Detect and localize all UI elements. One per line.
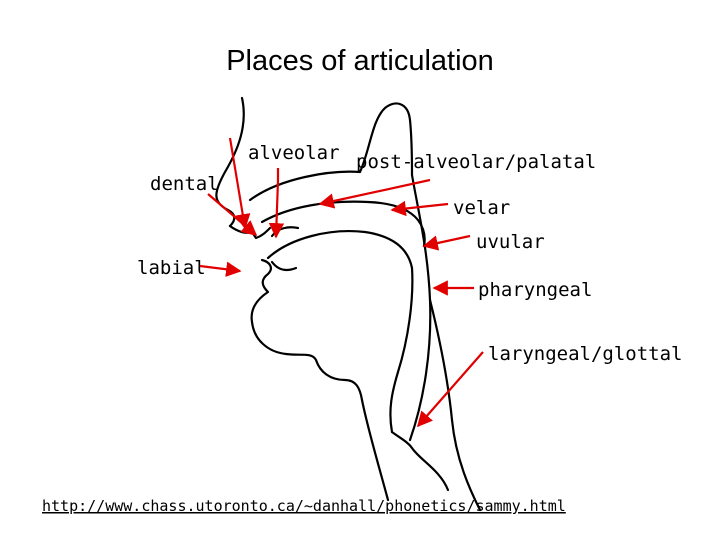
arrow-post-alveolar: [318, 178, 431, 209]
label-labial: labial: [137, 257, 206, 279]
jaw-chin: [250, 320, 364, 402]
lower-lip: [250, 258, 272, 324]
arrow-laryngeal: [416, 351, 484, 428]
source-link[interactable]: http://www.chass.utoronto.ca/~danhall/ph…: [42, 497, 566, 515]
nasal-cavity: [248, 102, 414, 202]
neck-front: [360, 398, 390, 502]
label-uvular: uvular: [476, 231, 545, 253]
label-velar: velar: [453, 197, 510, 219]
slide-title: Places of articulation: [226, 45, 494, 77]
label-pharyngeal: pharyngeal: [478, 279, 592, 301]
tongue: [266, 230, 414, 434]
arrow-alveolar: [268, 168, 285, 239]
arrow-labial: [199, 261, 242, 277]
arrows: [199, 137, 484, 428]
arrow-dental: [207, 193, 258, 237]
neck-back: [428, 298, 482, 512]
larynx: [390, 430, 450, 492]
label-alveolar: alveolar: [248, 142, 340, 164]
label-laryngeal-glottal: laryngeal/glottal: [488, 343, 682, 365]
head-outline: [215, 96, 245, 228]
label-post-alveolar-palatal: post-alveolar/palatal: [356, 151, 596, 173]
arrow-velar: [390, 200, 449, 217]
arrow-uvular: [422, 234, 471, 251]
label-dental: dental: [150, 173, 219, 195]
upper-lip: [228, 224, 272, 240]
lower-teeth: [270, 260, 298, 272]
arrow-dental-2: [228, 137, 251, 230]
palate: [260, 200, 426, 248]
